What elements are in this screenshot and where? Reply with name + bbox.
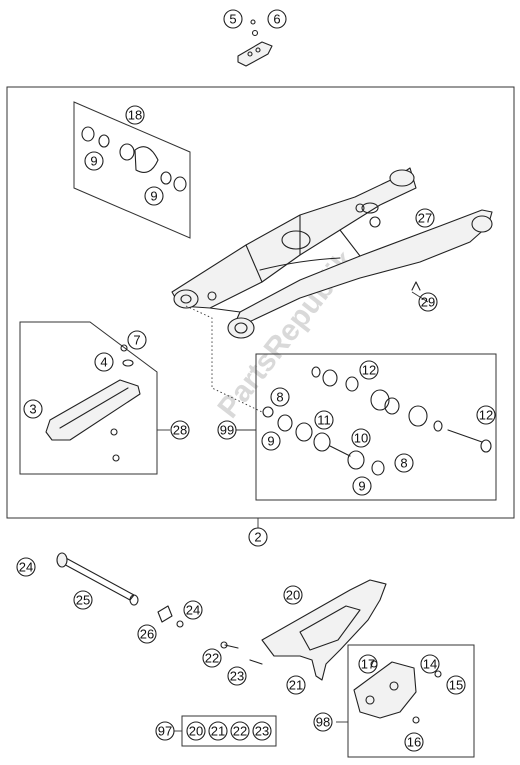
- callout-24: 24: [183, 600, 203, 620]
- callout-23: 23: [227, 666, 247, 686]
- swingarm-group-frame: [6, 86, 515, 519]
- svg-text:20: 20: [286, 588, 300, 603]
- svg-text:5: 5: [229, 12, 236, 27]
- callout-12: 12: [359, 360, 379, 380]
- callout-8: 8: [270, 387, 290, 407]
- callout-24: 24: [16, 557, 36, 577]
- kit-callout-21: 21: [208, 721, 228, 741]
- callout-7: 7: [127, 330, 147, 350]
- svg-text:23: 23: [230, 669, 244, 684]
- svg-text:29: 29: [421, 295, 435, 310]
- svg-text:9: 9: [150, 189, 157, 204]
- svg-text:27: 27: [418, 211, 432, 226]
- bearing-kit-18-box: [73, 101, 191, 239]
- callout-9: 9: [84, 151, 104, 171]
- callout-21: 21: [286, 675, 306, 695]
- callout-5: 5: [223, 9, 243, 29]
- callout-97: 97: [155, 721, 175, 741]
- kit-callout-23: 23: [252, 721, 272, 741]
- svg-text:9: 9: [358, 479, 365, 494]
- callout-12: 12: [476, 405, 496, 425]
- svg-text:98: 98: [316, 715, 330, 730]
- svg-text:97: 97: [158, 724, 172, 739]
- callout-17: 17: [358, 654, 378, 674]
- callout-25: 25: [73, 590, 93, 610]
- svg-text:7: 7: [133, 333, 140, 348]
- svg-text:21: 21: [211, 724, 225, 739]
- callout-11: 11: [314, 410, 334, 430]
- svg-text:9: 9: [90, 154, 97, 169]
- callout-99: 99: [217, 420, 237, 440]
- chain-guide-bracket-box: [347, 644, 475, 758]
- svg-text:28: 28: [173, 423, 187, 438]
- callout-10: 10: [351, 428, 371, 448]
- callout-6: 6: [267, 9, 287, 29]
- svg-text:16: 16: [407, 735, 421, 750]
- svg-text:17: 17: [361, 657, 375, 672]
- callout-29: 29: [418, 292, 438, 312]
- kit-callout-20: 20: [186, 721, 206, 741]
- callout-15: 15: [446, 675, 466, 695]
- svg-text:18: 18: [128, 108, 142, 123]
- callout-9: 9: [352, 476, 372, 496]
- svg-text:2: 2: [254, 530, 261, 545]
- callout-22: 22: [202, 648, 222, 668]
- svg-text:23: 23: [255, 724, 269, 739]
- swingarm-axle: [56, 552, 184, 628]
- kit-97-box: [174, 715, 277, 747]
- svg-text:21: 21: [289, 678, 303, 693]
- callout-9: 9: [261, 431, 281, 451]
- svg-text:25: 25: [76, 593, 90, 608]
- svg-text:3: 3: [29, 402, 36, 417]
- svg-text:24: 24: [186, 603, 200, 618]
- svg-text:20: 20: [189, 724, 203, 739]
- svg-text:8: 8: [400, 456, 407, 471]
- svg-text:99: 99: [220, 423, 234, 438]
- callout-18: 18: [125, 105, 145, 125]
- svg-text:12: 12: [479, 408, 493, 423]
- bearing-box: [255, 353, 497, 501]
- svg-text:26: 26: [140, 627, 154, 642]
- swingarm: [171, 167, 493, 339]
- chain-slider-top-part: [237, 19, 273, 67]
- callout-9: 9: [144, 186, 164, 206]
- callout-16: 16: [404, 732, 424, 752]
- callout-98: 98: [313, 712, 333, 732]
- callout-2: 2: [248, 527, 268, 547]
- svg-text:24: 24: [19, 560, 33, 575]
- callout-28: 28: [170, 420, 190, 440]
- callout-26: 26: [137, 624, 157, 644]
- svg-text:12: 12: [362, 363, 376, 378]
- callout-14: 14: [420, 654, 440, 674]
- callout-4: 4: [94, 352, 114, 372]
- callout-27: 27: [415, 208, 435, 228]
- svg-text:8: 8: [276, 390, 283, 405]
- svg-text:4: 4: [100, 355, 107, 370]
- svg-text:15: 15: [449, 678, 463, 693]
- callout-20: 20: [283, 585, 303, 605]
- svg-text:22: 22: [205, 651, 219, 666]
- svg-text:6: 6: [273, 12, 280, 27]
- svg-text:9: 9: [267, 434, 274, 449]
- kit-callout-22: 22: [230, 721, 250, 741]
- svg-text:10: 10: [354, 431, 368, 446]
- svg-text:14: 14: [423, 657, 437, 672]
- chain-guard: [220, 579, 387, 681]
- callout-3: 3: [23, 399, 43, 419]
- svg-text:22: 22: [233, 724, 247, 739]
- callout-8: 8: [394, 453, 414, 473]
- chain-guide-box: [19, 321, 158, 475]
- svg-text:11: 11: [317, 413, 331, 428]
